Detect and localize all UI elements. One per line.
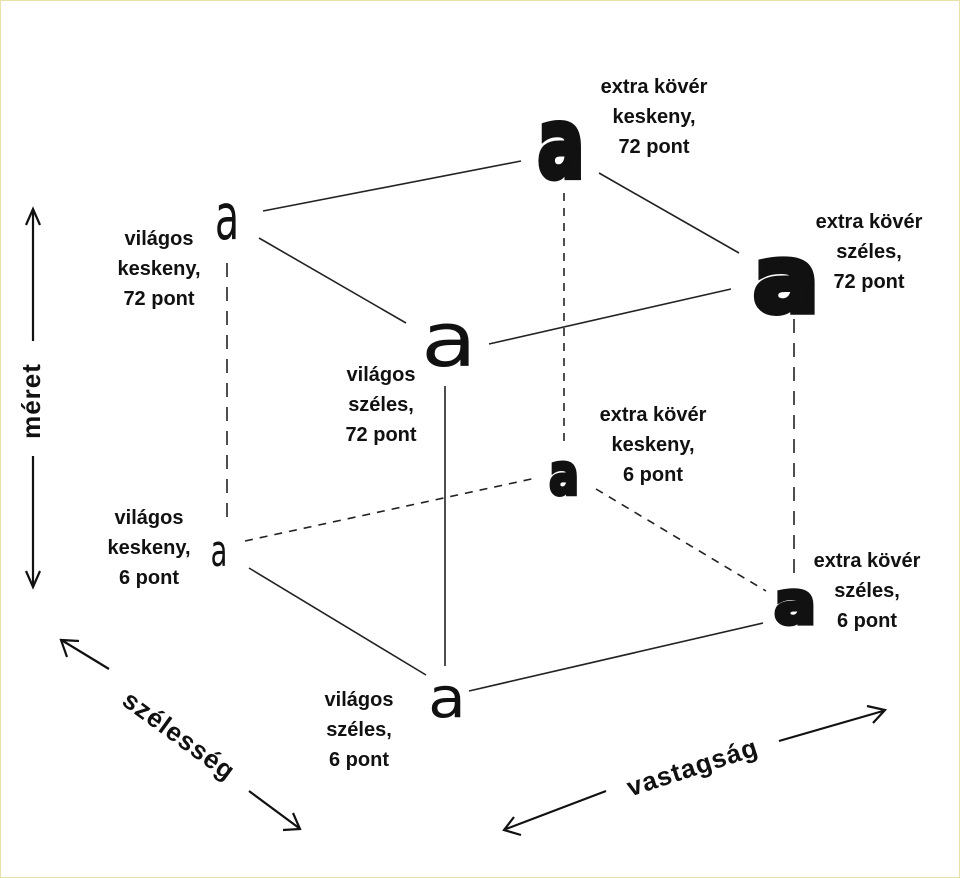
svg-text:72 pont: 72 pont	[345, 424, 416, 446]
svg-text:6 pont: 6 pont	[623, 464, 683, 486]
svg-text:extra kövér: extra kövér	[814, 550, 921, 572]
axis-size: méret	[16, 206, 46, 590]
axis-weight: vastagság	[502, 704, 888, 837]
svg-text:széles,: széles,	[348, 394, 414, 416]
label-bold-narrow-6: extra kövér keskeny, 6 pont	[600, 404, 707, 486]
svg-text:széles,: széles,	[836, 241, 902, 263]
svg-text:keskeny,: keskeny,	[612, 106, 695, 128]
svg-text:keskeny,: keskeny,	[117, 258, 200, 280]
svg-text:világos: világos	[125, 228, 194, 250]
axis-weight-label: vastagság	[623, 732, 762, 803]
svg-text:világos: világos	[347, 364, 416, 386]
glyph-light-wide-6: a	[428, 665, 466, 731]
glyph-light-wide-72: a	[421, 295, 477, 384]
label-bold-wide-72: extra kövér széles, 72 pont	[816, 211, 923, 293]
label-light-wide-72: világos széles, 72 pont	[345, 364, 416, 446]
label-bold-wide-6: extra kövér széles, 6 pont	[814, 550, 921, 632]
svg-text:extra kövér: extra kövér	[601, 76, 708, 98]
axis-width: szélesség	[59, 638, 302, 832]
axis-size-label: méret	[16, 363, 46, 439]
label-light-wide-6: világos széles, 6 pont	[325, 689, 394, 771]
svg-text:extra kövér: extra kövér	[600, 404, 707, 426]
svg-text:72 pont: 72 pont	[833, 271, 904, 293]
edge-bottom-right	[595, 488, 767, 592]
svg-text:világos: világos	[115, 507, 184, 529]
label-light-narrow-6: világos keskeny, 6 pont	[107, 507, 190, 589]
svg-text:6 pont: 6 pont	[119, 567, 179, 589]
label-light-narrow-72: világos keskeny, 72 pont	[117, 228, 200, 310]
svg-text:6 pont: 6 pont	[329, 749, 389, 771]
edge-bottom-back	[244, 477, 537, 542]
axis-width-label: szélesség	[117, 684, 241, 786]
edge-top-front	[488, 288, 732, 345]
edge-top-right	[598, 172, 740, 254]
svg-text:keskeny,: keskeny,	[107, 537, 190, 559]
glyph-bold-wide-72: a	[753, 226, 818, 333]
glyph-light-narrow-72: a	[215, 180, 239, 255]
edge-bottom-front	[468, 622, 764, 692]
edge-top-left	[258, 237, 407, 324]
svg-text:keskeny,: keskeny,	[611, 434, 694, 456]
svg-text:72 pont: 72 pont	[618, 136, 689, 158]
edge-top-back	[262, 160, 522, 212]
svg-text:6 pont: 6 pont	[837, 610, 897, 632]
glyph-bold-wide-6: a	[774, 570, 815, 637]
edge-bottom-left	[248, 567, 427, 676]
glyph-light-narrow-6: a	[211, 525, 228, 577]
svg-text:széles,: széles,	[834, 580, 900, 602]
glyph-bold-narrow-72: a	[538, 87, 585, 199]
svg-text:széles,: széles,	[326, 719, 392, 741]
glyph-bold-narrow-6: a	[549, 442, 578, 508]
svg-text:világos: világos	[325, 689, 394, 711]
svg-text:72 pont: 72 pont	[123, 288, 194, 310]
svg-text:extra kövér: extra kövér	[816, 211, 923, 233]
label-bold-narrow-72: extra kövér keskeny, 72 pont	[601, 76, 708, 158]
